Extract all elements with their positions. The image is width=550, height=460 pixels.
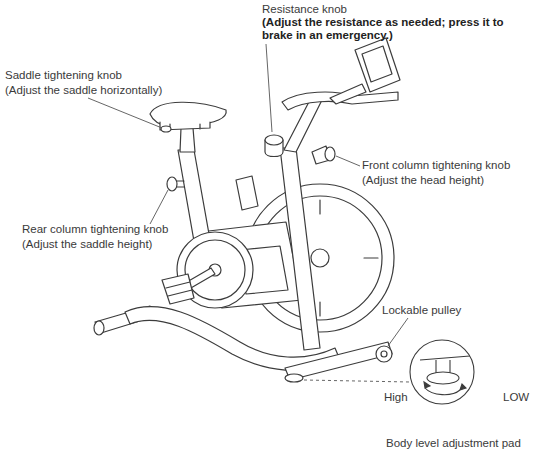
part-label: Resistance knob bbox=[262, 2, 347, 16]
front-column bbox=[280, 148, 320, 350]
rotation-arrow-curve bbox=[425, 388, 460, 395]
inset-pad bbox=[427, 372, 459, 384]
part-label: Rear column tightening knob bbox=[22, 222, 168, 236]
rear-column-knob bbox=[167, 177, 177, 191]
resistance-knob-top bbox=[265, 135, 283, 145]
rear-knob-stem bbox=[177, 181, 184, 187]
handlebar-support bbox=[330, 84, 366, 104]
console bbox=[355, 38, 400, 92]
pulley-wheel bbox=[376, 346, 392, 362]
inset-circle bbox=[410, 340, 474, 404]
saddle-knob bbox=[161, 126, 171, 132]
level-pad bbox=[285, 374, 303, 382]
part-label: Lockable pulley bbox=[382, 303, 461, 317]
leader-line bbox=[88, 98, 162, 128]
flywheel-hub bbox=[311, 249, 329, 267]
part-label: LOW bbox=[503, 390, 529, 404]
console-screen bbox=[362, 46, 392, 82]
arrow-head bbox=[424, 382, 430, 388]
leader-line bbox=[150, 190, 168, 224]
pedal bbox=[162, 274, 194, 304]
leader-line bbox=[336, 156, 360, 166]
pulley-hub bbox=[381, 351, 387, 357]
leader-line bbox=[266, 44, 272, 132]
part-label: Front column tightening knob bbox=[362, 158, 510, 172]
part-label: Saddle tightening knob bbox=[5, 68, 122, 82]
dashed-leader bbox=[304, 380, 410, 382]
crank-ring bbox=[185, 240, 245, 300]
part-label: (Adjust the head height) bbox=[362, 173, 484, 187]
front-column-knob bbox=[325, 147, 335, 161]
leader-line bbox=[388, 318, 408, 346]
part-label: (Adjust the saddle horizontally) bbox=[5, 83, 162, 97]
inset-foot-edge bbox=[420, 356, 470, 360]
part-label: High bbox=[384, 390, 408, 404]
rear-foot-cap bbox=[94, 321, 104, 335]
part-label: (Adjust the saddle height) bbox=[22, 237, 152, 251]
pedal-strap bbox=[166, 282, 192, 296]
instruction-note: (Adjust the resistance as needed; press … bbox=[262, 16, 512, 42]
front-foot bbox=[285, 342, 392, 380]
part-label: Body level adjustment pad bbox=[386, 436, 521, 450]
arrow-head bbox=[460, 384, 466, 390]
bottle-holder bbox=[236, 176, 258, 210]
seat-post-upper bbox=[180, 128, 195, 152]
